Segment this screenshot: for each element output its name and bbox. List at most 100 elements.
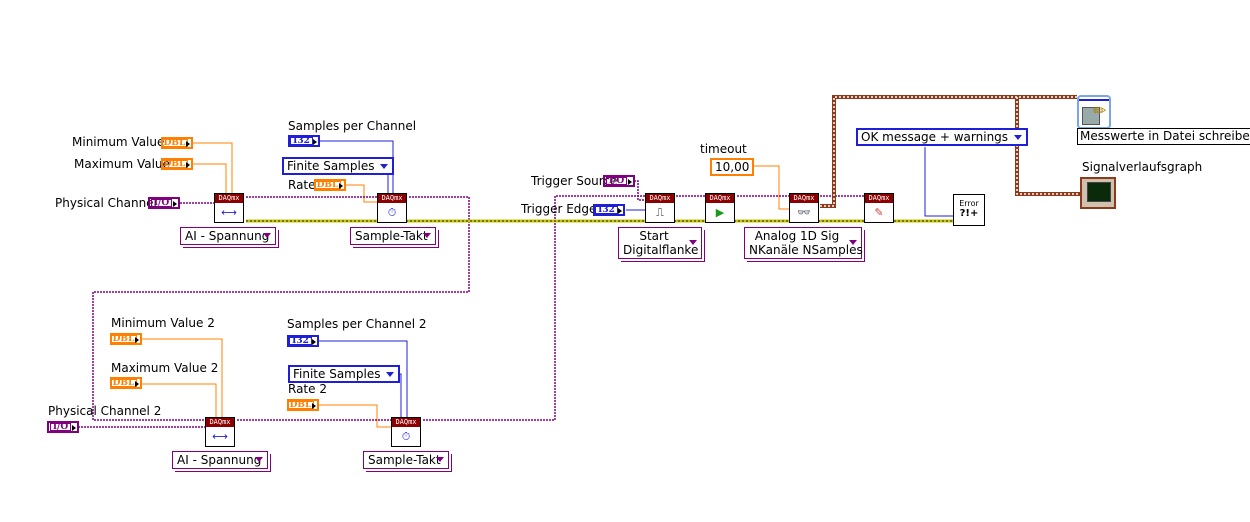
wire-timeout [745, 165, 790, 210]
vi-header: DAQmx [206, 418, 234, 427]
dropdown-arrow-icon [849, 240, 857, 245]
create-channel-vi[interactable]: DAQmx ⟷ [214, 193, 244, 223]
dropdown-arrow-icon [1014, 135, 1023, 140]
sample-clock-selector[interactable]: Sample-Takt [350, 227, 436, 245]
label-trigger-source: Trigger Source [531, 174, 618, 188]
physical-channel-terminal[interactable]: I/O [148, 197, 180, 209]
label-max-value: Maximum Value [74, 157, 170, 171]
trigger-edge-terminal[interactable]: I32 [593, 204, 625, 216]
label-samples-per-channel: Samples per Channel [288, 119, 417, 133]
start-icon: ▶ [715, 206, 725, 219]
samples-per-channel-2-terminal[interactable]: I32 [287, 335, 319, 347]
label-rate-2: Rate 2 [288, 382, 327, 396]
arrow-icon [72, 425, 76, 431]
create-channel-icon: ⟷ [221, 206, 237, 219]
error-mode-ring[interactable]: OK message + warnings [856, 128, 1029, 146]
samples-per-channel-terminal[interactable]: I32 [288, 135, 320, 147]
wire-trigger-source [634, 180, 645, 201]
dropdown-arrow-icon [380, 164, 389, 169]
waveform-graph-terminal[interactable] [1080, 177, 1116, 209]
clock-icon: ⏱ [387, 206, 397, 219]
label-samples-per-channel-2: Samples per Channel 2 [287, 317, 427, 331]
arrow-icon [186, 141, 190, 147]
digital-edge-icon: ⎍ [656, 206, 664, 219]
wire-rate-2 [318, 404, 391, 428]
label-physical-channel: Physical Channel [55, 196, 157, 210]
label-signal-graph: Signalverlaufsgraph [1082, 160, 1203, 174]
vi-header: DAQmx [378, 194, 406, 203]
timing-2-vi[interactable]: DAQmx ⏱ [391, 417, 421, 447]
physical-channel-2-terminal[interactable]: I/O [47, 421, 79, 433]
min-value-terminal[interactable]: DBL [160, 137, 193, 149]
read-vi[interactable]: DAQmx 👓 [789, 193, 819, 223]
max-value-2-terminal[interactable]: DBL [109, 377, 142, 389]
arrow-icon [628, 179, 632, 185]
vi-header: DAQmx [790, 194, 818, 203]
timing-vi[interactable]: DAQmx ⏱ [377, 193, 407, 223]
clock-icon: ⏱ [401, 430, 411, 443]
wire-samples-per-channel-2 [318, 340, 408, 418]
read-glasses-icon: 👓 [797, 206, 811, 219]
graph-screen-icon [1087, 182, 1111, 202]
wire-task-loop [92, 196, 470, 421]
sample-mode-ring[interactable]: Finite Samples [282, 157, 395, 175]
min-value-2-terminal[interactable]: DBL [109, 333, 142, 345]
arrow-icon [173, 201, 177, 207]
wire-samples-per-channel [320, 140, 394, 196]
ai-voltage-selector[interactable]: AI - Spannung [180, 227, 276, 245]
error-symbol-icon: ?!+ [959, 208, 979, 219]
dropdown-arrow-icon [423, 233, 431, 238]
label-timeout: timeout [700, 142, 747, 156]
dropdown-arrow-icon [436, 457, 444, 462]
arrow-icon [135, 381, 139, 387]
arrow-icon [312, 403, 316, 409]
wire-max-value [193, 163, 227, 196]
pencil-icon: ✏ [1093, 101, 1107, 120]
dropdown-arrow-icon [263, 233, 271, 238]
trigger-source-terminal[interactable]: I/O [603, 175, 635, 187]
label-min-value-2: Minimum Value 2 [111, 316, 215, 330]
label-rate: Rate [288, 178, 316, 192]
dropdown-arrow-icon [689, 240, 697, 245]
rate-terminal[interactable]: DBL [313, 179, 346, 191]
arrow-icon [313, 139, 317, 145]
wire-rate [345, 184, 378, 203]
ai-voltage-2-selector[interactable]: AI - Spannung [172, 451, 268, 469]
disk-icon [1082, 107, 1100, 125]
arrow-icon [186, 162, 190, 168]
sample-clock-2-selector[interactable]: Sample-Takt [363, 451, 449, 469]
sample-mode-2-ring[interactable]: Finite Samples [288, 365, 401, 383]
label-physical-channel-2: Physical Channel 2 [48, 404, 162, 418]
arrow-icon [618, 208, 622, 214]
dropdown-arrow-icon [255, 457, 263, 462]
write-file-tooltip: Messwerte in Datei schreiben [1077, 128, 1250, 145]
clear-task-vi[interactable]: DAQmx ✎ [864, 193, 894, 223]
error-handler-vi[interactable]: Error?!+ [953, 194, 985, 226]
trigger-vi[interactable]: DAQmx ⎍ [645, 193, 675, 223]
wire-waveform [820, 95, 1077, 208]
vi-header: DAQmx [865, 194, 893, 203]
max-value-terminal[interactable]: DBL [160, 158, 193, 170]
wire-max-value-2 [142, 383, 217, 420]
wire-min-value [193, 142, 233, 196]
wire-error-mode [924, 147, 953, 217]
timeout-constant[interactable]: 10,00 [710, 158, 755, 176]
create-channel-2-vi[interactable]: DAQmx ⟷ [205, 417, 235, 447]
dropdown-arrow-icon [386, 372, 395, 377]
label-min-value: Minimum Value [72, 135, 165, 149]
wire-min-value-2 [142, 338, 223, 420]
vi-header: DAQmx [706, 194, 734, 203]
arrow-icon [339, 183, 343, 189]
eraser-icon: ✎ [874, 206, 884, 219]
arrow-icon [135, 337, 139, 343]
vi-header: DAQmx [646, 194, 674, 203]
vi-header: DAQmx [215, 194, 243, 203]
create-channel-icon: ⟷ [212, 430, 228, 443]
write-file-vi[interactable]: ✏ [1077, 95, 1111, 129]
start-task-vi[interactable]: DAQmx ▶ [705, 193, 735, 223]
wire-task-3 [423, 195, 645, 421]
rate-2-terminal[interactable]: DBL [286, 399, 319, 411]
